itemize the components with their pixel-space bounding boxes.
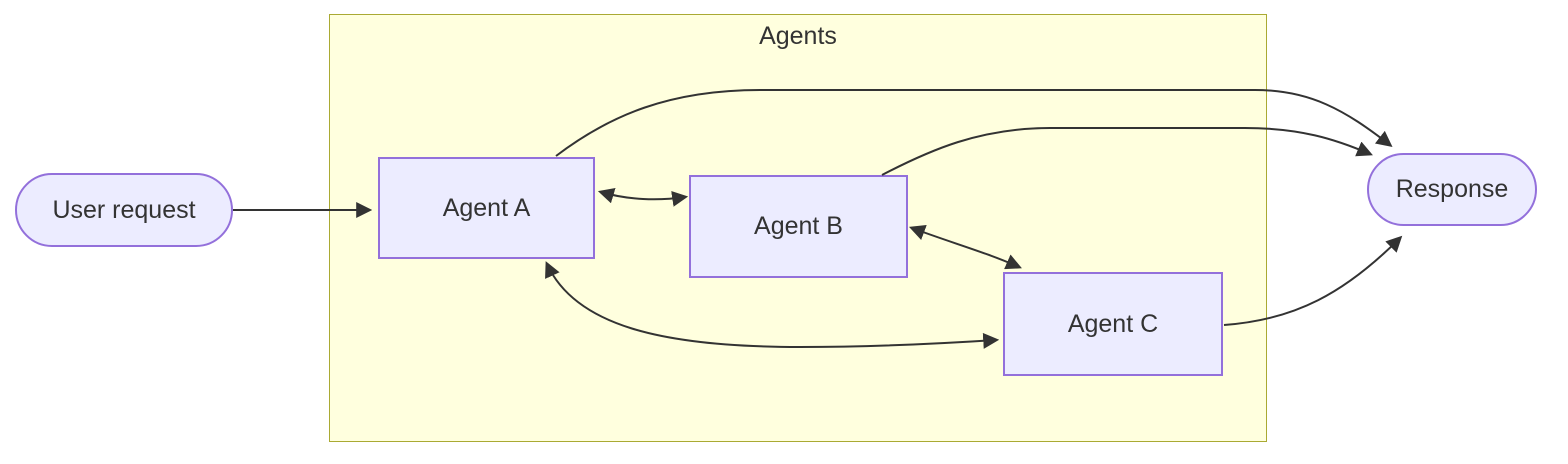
node-agent-c-label: Agent C (1067, 309, 1159, 338)
node-agent-a: Agent A (378, 157, 595, 259)
node-response-label: Response (1395, 175, 1509, 203)
agents-cluster-title: Agents (759, 22, 837, 50)
node-agent-c: Agent C (1003, 272, 1223, 376)
node-response: Response (1367, 153, 1537, 226)
node-user-request-label: User request (52, 195, 196, 224)
node-agent-b-label: Agent B (754, 212, 843, 240)
node-agent-b: Agent B (689, 175, 908, 278)
node-user-request: User request (15, 173, 233, 247)
node-agent-a-label: Agent A (442, 193, 531, 222)
